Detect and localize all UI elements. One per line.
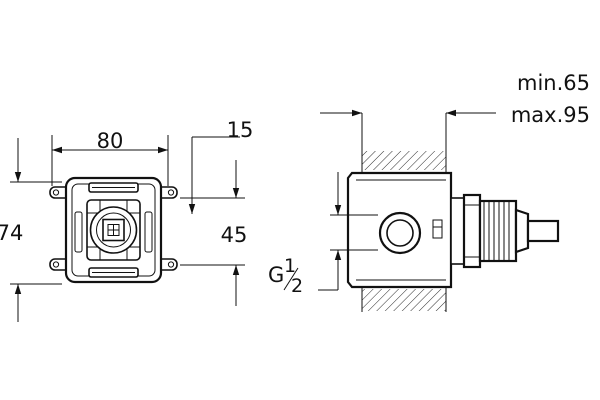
max-depth-label: max.95 — [511, 103, 590, 127]
front-view: 80 15 74 45 — [0, 118, 253, 322]
dimension-width-label: 80 — [97, 129, 124, 153]
dimension-height: 74 — [0, 138, 62, 322]
thread-label-denominator: 2 — [291, 275, 303, 297]
cartridge-seat-inner — [96, 212, 131, 248]
dimension-thread: G 1 2 — [268, 172, 378, 297]
wall-hatch-top — [362, 151, 446, 170]
cartridge-side — [450, 193, 560, 269]
thread-label-base: G — [268, 263, 284, 287]
dimension-center-label: 45 — [221, 223, 248, 247]
left-tab — [74, 211, 83, 253]
right-tab — [144, 211, 153, 253]
outlet-port-inner — [386, 219, 414, 247]
dimension-offset-label: 15 — [227, 118, 254, 142]
side-view: min.65 max.95 G 1 2 — [268, 71, 590, 312]
dimension-offset: 15 — [188, 118, 254, 214]
dimension-depth: min.65 max.95 — [320, 71, 590, 127]
min-depth-label: min.65 — [517, 71, 590, 95]
cartridge-frame — [86, 199, 141, 261]
dimension-center: 45 — [180, 160, 247, 306]
wall-hatch-bottom — [362, 289, 446, 311]
outlet-port-outer — [378, 211, 422, 255]
thread-label-numerator: 1 — [284, 255, 296, 277]
dimension-width: 80 — [51, 129, 169, 186]
dimension-height-label: 74 — [0, 221, 23, 245]
